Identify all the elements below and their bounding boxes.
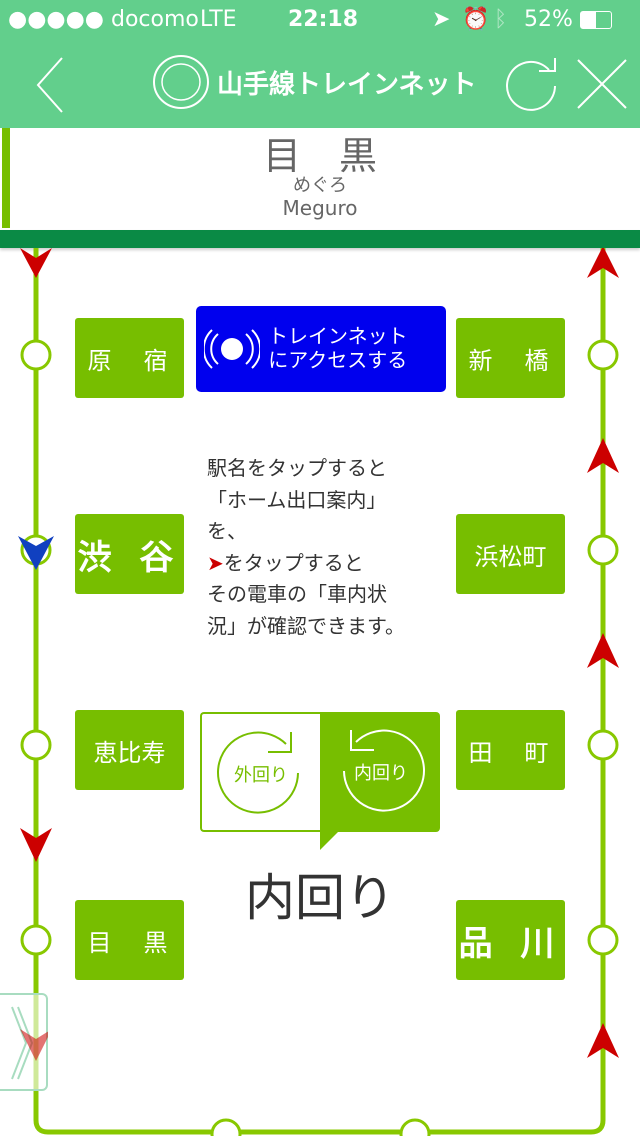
instruction-line: をタップすると — [223, 550, 364, 575]
instruction-line: その電車の「車内状 — [207, 582, 387, 606]
battery-icon — [580, 11, 612, 29]
station-node — [587, 339, 619, 371]
status-bar: ●●●●● docomo LTE 22:18 ➤ ⏰ ᛒ 52% — [0, 0, 640, 40]
inner-loop-label: 内回り — [354, 763, 408, 784]
refresh-icon[interactable] — [505, 56, 563, 114]
header-divider — [0, 230, 640, 248]
line-color-bar — [2, 128, 10, 228]
instruction-line: 「ホーム出口案内」 — [207, 487, 387, 512]
station-node — [399, 1118, 431, 1136]
nav-bar: 山手線トレインネット — [0, 40, 640, 128]
train-arrow-icon — [587, 248, 619, 278]
access-line1: トレインネット — [268, 324, 408, 348]
carrier: ●●●●● docomo — [8, 7, 199, 32]
instruction-line: 況」が確認できます。 — [207, 613, 405, 638]
station-node — [587, 729, 619, 761]
station-button-hamamatsucho[interactable]: 浜松町 — [456, 514, 565, 594]
station-button-ebisu[interactable]: 恵比寿 — [75, 710, 184, 790]
bluetooth-icon: ᛒ — [494, 7, 508, 32]
station-roman: Meguro — [282, 196, 358, 220]
instruction-line: を、 — [207, 519, 247, 543]
access-line2: にアクセスする — [268, 348, 408, 372]
train-arrow-icon — [20, 828, 52, 862]
train-arrow-icon — [587, 633, 619, 668]
clockwise-icon — [217, 731, 299, 814]
broadcast-icon — [204, 329, 260, 369]
access-trainnet-button[interactable]: トレインネット にアクセスする — [196, 306, 446, 392]
chevron-right-icon — [11, 1006, 52, 1080]
station-node — [587, 534, 619, 566]
current-train-arrow-icon — [18, 536, 54, 570]
station-kanji: 目 黒 — [262, 134, 377, 178]
back-icon[interactable] — [30, 56, 70, 114]
train-arrow-icon — [587, 438, 619, 473]
route-map — [18, 248, 619, 1136]
instructions-text: 駅名をタップすると 「ホーム出口案内」 を、 ➤をタップすると その電車の「車内… — [207, 453, 405, 642]
station-button-tamachi[interactable]: 田 町 — [456, 710, 565, 790]
current-direction: 内回り — [245, 869, 395, 927]
instruction-line: 駅名をタップすると — [207, 456, 387, 480]
station-node — [20, 339, 52, 371]
station-button-meguro[interactable]: 目 黒 — [75, 900, 184, 980]
train-arrow-icon — [20, 248, 52, 278]
station-button-shimbashi[interactable]: 新 橋 — [456, 318, 565, 398]
station-node — [20, 729, 52, 761]
close-icon[interactable] — [576, 58, 628, 110]
battery-percent: 52% — [524, 7, 573, 32]
app-title: 山手線トレインネット — [217, 70, 477, 100]
clock: 22:18 — [288, 7, 359, 32]
outer-loop-label: 外回り — [234, 765, 288, 786]
line-logo-icon — [153, 55, 209, 109]
station-node — [587, 924, 619, 956]
inner-loop-button[interactable]: 内回り — [320, 712, 440, 850]
network: LTE — [200, 7, 237, 32]
location-icon: ➤ — [432, 7, 451, 32]
station-kana: めぐろ — [293, 175, 347, 196]
train-arrow-icon — [587, 1023, 619, 1058]
alarm-icon: ⏰ — [462, 7, 490, 32]
station-button-harajuku[interactable]: 原 宿 — [75, 318, 184, 398]
red-arrow-icon: ➤ — [207, 550, 224, 575]
station-button-shibuya[interactable]: 渋 谷 — [75, 514, 184, 594]
side-drawer-tab[interactable] — [0, 993, 52, 1091]
direction-toggle: 外回り 内回り — [200, 712, 440, 850]
station-node — [20, 924, 52, 956]
toggle-pointer — [320, 830, 340, 850]
station-header: 目 黒 めぐろ Meguro — [0, 128, 640, 230]
station-node — [210, 1118, 242, 1136]
station-button-shinagawa[interactable]: 品 川 — [456, 900, 565, 980]
outer-loop-button[interactable]: 外回り — [200, 712, 320, 832]
counterclockwise-icon — [343, 729, 425, 812]
